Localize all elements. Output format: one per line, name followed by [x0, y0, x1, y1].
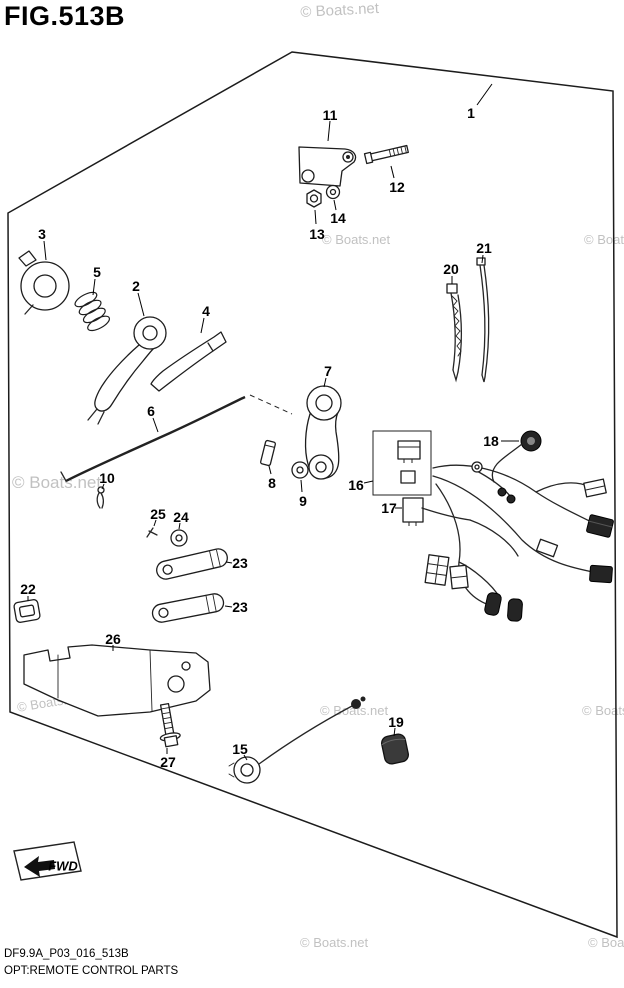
leader-line-21: [481, 254, 484, 264]
harness-connector: [449, 564, 469, 590]
leader-line-12: [390, 165, 395, 179]
fwd-direction-indicator: FWD: [13, 841, 82, 881]
washer-9: [291, 461, 309, 479]
leader-line-25: [153, 519, 157, 527]
harness-connector: [589, 564, 613, 584]
leader-line-14: [333, 199, 337, 211]
link-23-upper: [156, 548, 228, 580]
leader-line-16: [363, 480, 374, 484]
part-number-10: 10: [99, 470, 115, 486]
mounting-bracket-11: [298, 146, 357, 187]
leader-line-5: [92, 278, 96, 296]
leader-line-3: [43, 240, 47, 261]
part-number-23: 23: [232, 555, 248, 571]
leader-line-4: [200, 317, 205, 334]
leader-line-15: [243, 754, 248, 761]
part-number-8: 8: [268, 475, 276, 491]
part-number-17: 17: [381, 500, 397, 516]
drawing-code: DF9.9A_P03_016_513B: [4, 947, 129, 960]
part-number-6: 6: [147, 403, 155, 419]
cap-19: [381, 733, 409, 765]
leader-line-10: [101, 483, 105, 490]
pin-10: [96, 486, 105, 509]
harness-connector: [424, 554, 450, 586]
washer-24: [170, 529, 188, 547]
part-number-1: 1: [467, 105, 475, 121]
screw-12: [363, 144, 409, 165]
leader-line-13: [314, 209, 317, 225]
part-number-5: 5: [93, 264, 101, 280]
leader-line-9: [300, 479, 303, 493]
cable-15: [228, 696, 366, 784]
leader-line-23: [224, 605, 233, 608]
part-number-23: 23: [232, 599, 248, 615]
fwd-label: FWD: [48, 859, 78, 874]
part-number-14: 14: [330, 210, 346, 226]
part-number-26: 26: [105, 631, 121, 647]
cable-tie-20: [446, 283, 463, 383]
figure-title: FIG.513B: [4, 1, 126, 31]
part-number-15: 15: [232, 741, 248, 757]
footer: DF9.9A_P03_016_513B OPT:REMOTE CONTROL P…: [4, 946, 178, 981]
bolt-27: [159, 702, 181, 748]
part-number-18: 18: [483, 433, 499, 449]
control-lever-2: [87, 316, 167, 425]
washer-14: [325, 184, 341, 200]
harness-plug-cap: [507, 598, 523, 622]
part-number-7: 7: [324, 363, 332, 379]
pin-8: [260, 439, 276, 467]
part-number-13: 13: [309, 226, 325, 242]
harness-connector: [535, 538, 559, 558]
relay-assembly-box-16: [372, 430, 432, 496]
mounting-bracket-26: [23, 644, 211, 717]
clip-25: [146, 527, 158, 538]
leader-line-11: [327, 120, 331, 142]
plate-arm-4: [150, 331, 227, 392]
leader-line-23: [225, 561, 233, 564]
leader-line-8: [268, 465, 272, 475]
swivel-lever-7: [304, 385, 342, 480]
nut-13: [306, 189, 322, 208]
plug-22: [13, 599, 41, 623]
harness-connector: [586, 514, 614, 538]
cable-tie-21: [476, 257, 490, 383]
leader-line-24: [178, 522, 181, 530]
fwd-arrow-icon: [24, 856, 55, 877]
part-number-2: 2: [132, 278, 140, 294]
link-23-lower: [151, 593, 225, 623]
leader-line-1: [476, 83, 493, 106]
leader-line-19: [393, 727, 396, 737]
harness-connector: [583, 478, 607, 498]
part-number-22: 22: [20, 581, 36, 597]
leader-line-7: [323, 377, 327, 388]
cam-retainer-3: [18, 250, 70, 315]
part-number-16: 16: [348, 477, 364, 493]
leader-line-6: [152, 417, 159, 433]
part-number-25: 25: [150, 506, 166, 522]
cap-18: [520, 430, 542, 452]
part-number-20: 20: [443, 261, 459, 277]
harness-plug-cap: [484, 592, 502, 616]
part-number-12: 12: [389, 179, 405, 195]
part-number-11: 11: [323, 107, 338, 123]
part-number-3: 3: [38, 226, 46, 242]
relay-17: [402, 497, 424, 526]
part-number-21: 21: [476, 240, 492, 256]
wire-harness-16: [421, 443, 614, 622]
drawing-caption: OPT:REMOTE CONTROL PARTS: [4, 964, 179, 977]
part-number-9: 9: [299, 493, 307, 509]
part-number-24: 24: [173, 509, 189, 525]
part-number-4: 4: [202, 303, 210, 319]
rod-6: [60, 394, 293, 483]
part-number-19: 19: [388, 714, 404, 730]
leader-line-2: [137, 292, 145, 317]
diagram-border: [7, 51, 618, 939]
part-number-27: 27: [160, 754, 176, 770]
spring-5: [74, 291, 111, 332]
